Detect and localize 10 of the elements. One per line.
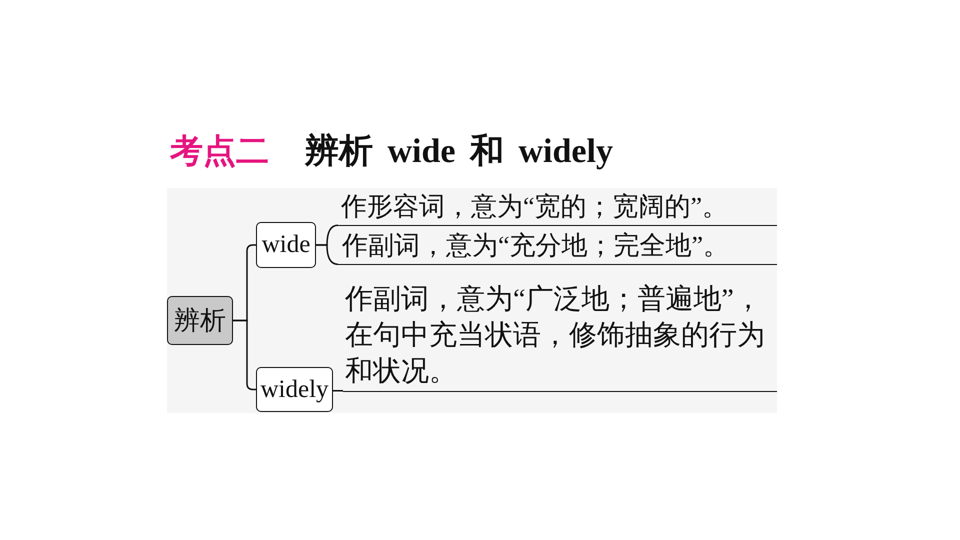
section-label: 考点二 (170, 133, 269, 172)
underlined-definition: 作副词，意为“充分地；完全地”。 (338, 228, 777, 265)
title: 辨析 wide 和 widely (305, 132, 613, 172)
underlined-definition: 作副词，意为“广泛地；普遍地”，在句中充当状语，修饰抽象的行为和状况。 (343, 282, 777, 392)
connector-line (333, 390, 343, 392)
underlined-definition: 作形容词，意为“宽的；宽阔的”。 (338, 190, 777, 226)
connector-line (233, 320, 256, 390)
term-box: 辨析 (167, 296, 233, 345)
term-box: wide (256, 222, 316, 268)
term-box: widely (256, 367, 333, 412)
